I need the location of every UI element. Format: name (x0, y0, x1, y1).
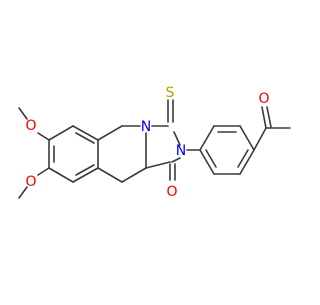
atom-label-oxygen: O (25, 118, 36, 134)
bond-layer (18, 99, 291, 199)
atom-label-nitrogen: N (141, 119, 151, 135)
molecule-structure: O O N N S O O (0, 0, 300, 300)
bond (199, 149, 215, 175)
atom-label-sulfur: S (166, 85, 175, 101)
bond (48, 167, 74, 183)
bond (253, 127, 267, 151)
bond-o-ch3 (18, 186, 28, 199)
bond (97, 167, 123, 183)
chemical-structure-canvas: O O N N S O O (0, 0, 300, 300)
aromatic-bond (75, 132, 95, 144)
aromatic-bond (75, 164, 95, 176)
bond (72, 125, 99, 141)
background (0, 0, 300, 300)
bond-c-o (261, 106, 267, 129)
bond (72, 167, 99, 183)
bond (199, 125, 215, 151)
aromatic-bond (205, 149, 217, 168)
bond (145, 161, 171, 169)
bond-o-ch3 (18, 107, 28, 120)
aromatic-bond (237, 149, 249, 168)
bond (239, 125, 255, 151)
bond (239, 149, 255, 175)
bond-c-o (37, 167, 50, 176)
bond-c-o (37, 132, 50, 141)
atom-label-oxygen: O (25, 174, 36, 190)
atom-label-oxygen: O (258, 91, 269, 107)
bond-c-o (266, 106, 272, 128)
bond (173, 131, 181, 146)
bond (48, 125, 74, 141)
atom-label-nitrogen: N (176, 143, 186, 159)
atom-label-oxygen: O (166, 184, 177, 200)
bond (171, 157, 181, 163)
bond (121, 167, 147, 183)
bond (97, 125, 123, 141)
